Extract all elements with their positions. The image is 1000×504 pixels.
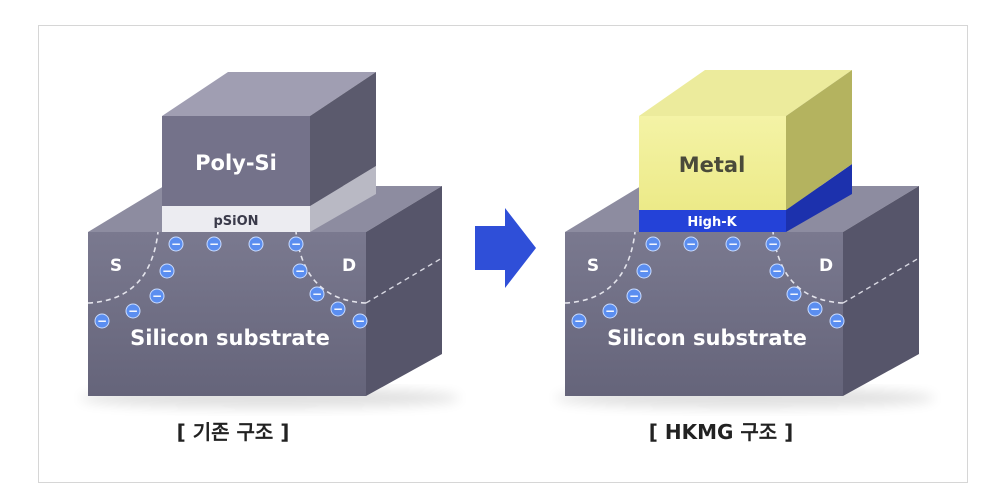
psion-label: pSiON xyxy=(213,214,258,229)
polysi-top-face xyxy=(162,72,376,116)
junction-line-side-hkmg xyxy=(842,257,920,304)
electron-symbol: − xyxy=(291,237,301,251)
electron-symbol: − xyxy=(832,314,842,328)
electron-icon xyxy=(288,236,304,252)
metal-side-face xyxy=(786,70,852,210)
electron-symbol: − xyxy=(648,237,658,251)
right-electrons: −−−−−−−−−−−− xyxy=(571,236,845,329)
transition-arrow xyxy=(475,208,536,288)
electron-symbol: − xyxy=(295,264,305,278)
electron-icon xyxy=(602,303,618,319)
electron-icon xyxy=(765,236,781,252)
electron-icon xyxy=(829,313,845,329)
electron-icon xyxy=(786,286,802,302)
electron-icon xyxy=(571,313,587,329)
highk-side-face xyxy=(786,164,852,232)
electron-symbol: − xyxy=(333,302,343,316)
metal-front-face xyxy=(639,116,786,210)
hkmg-structure: −−−−−−−−−−−− Metal High-K S D Silicon su… xyxy=(555,70,935,408)
electron-symbol: − xyxy=(639,264,649,278)
polysi-front-face xyxy=(162,116,310,206)
electron-symbol: − xyxy=(128,304,138,318)
electron-icon xyxy=(807,301,823,317)
electron-icon xyxy=(206,236,222,252)
substrate-side-face xyxy=(366,186,442,396)
electron-icon xyxy=(248,236,264,252)
electron-symbol: − xyxy=(209,237,219,251)
junction-line-side xyxy=(365,257,443,304)
electron-icon xyxy=(94,313,110,329)
psion-side-face xyxy=(310,166,376,232)
drain-junction-line-hkmg xyxy=(772,231,844,304)
caption-hkmg: [ HKMG 구조 ] xyxy=(649,420,794,444)
psion-front-face xyxy=(162,206,310,232)
left-electrons: −−−−−−−−−−−− xyxy=(94,236,368,329)
electron-icon xyxy=(309,286,325,302)
electron-symbol: − xyxy=(355,314,365,328)
electron-icon xyxy=(769,263,785,279)
electron-symbol: − xyxy=(605,304,615,318)
electron-symbol: − xyxy=(728,237,738,251)
source-label-hkmg: S xyxy=(587,256,599,276)
electron-symbol: − xyxy=(171,237,181,251)
electron-symbol: − xyxy=(574,314,584,328)
electron-symbol: − xyxy=(97,314,107,328)
electron-icon xyxy=(645,236,661,252)
source-label: S xyxy=(110,256,122,276)
electron-icon xyxy=(149,288,165,304)
metal-top-face xyxy=(639,70,852,116)
substrate-label: Silicon substrate xyxy=(130,326,330,350)
drain-junction-line xyxy=(295,231,367,304)
drain-label-hkmg: D xyxy=(819,256,833,276)
electron-icon xyxy=(626,288,642,304)
electron-symbol: − xyxy=(772,264,782,278)
source-junction-line xyxy=(87,231,159,304)
caption-conventional: [ 기존 구조 ] xyxy=(177,420,290,444)
source-junction-line-hkmg xyxy=(564,231,636,304)
highk-label: High-K xyxy=(687,215,737,230)
electron-icon xyxy=(683,236,699,252)
electron-symbol: − xyxy=(152,289,162,303)
electron-icon xyxy=(125,303,141,319)
drain-label: D xyxy=(342,256,356,276)
electron-symbol: − xyxy=(686,237,696,251)
electron-icon xyxy=(168,236,184,252)
electron-symbol: − xyxy=(810,302,820,316)
electron-symbol: − xyxy=(629,289,639,303)
electron-icon xyxy=(159,263,175,279)
substrate-side-face-hkmg xyxy=(843,186,919,396)
electron-symbol: − xyxy=(162,264,172,278)
electron-symbol: − xyxy=(251,237,261,251)
electron-icon xyxy=(292,263,308,279)
electron-icon xyxy=(330,301,346,317)
electron-symbol: − xyxy=(768,237,778,251)
polysi-label: Poly-Si xyxy=(195,151,277,175)
metal-label: Metal xyxy=(679,153,746,177)
electron-icon xyxy=(636,263,652,279)
electron-icon xyxy=(725,236,741,252)
substrate-label-hkmg: Silicon substrate xyxy=(607,326,807,350)
conventional-structure: −−−−−−−−−−−− Poly-Si pSiON S D Silicon s… xyxy=(80,72,460,408)
electron-icon xyxy=(352,313,368,329)
electron-symbol: − xyxy=(789,287,799,301)
electron-symbol: − xyxy=(312,287,322,301)
polysi-side-face xyxy=(310,72,376,206)
highk-front-face xyxy=(639,210,786,232)
